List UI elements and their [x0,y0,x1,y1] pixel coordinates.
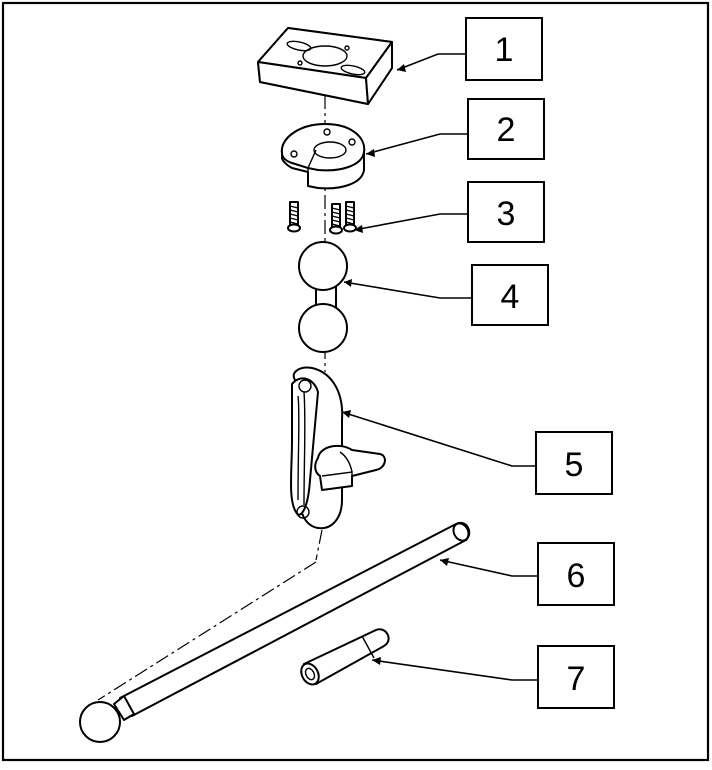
leader-lines [341,53,540,681]
part-3-screws [287,201,357,235]
callout-4-label: 4 [501,278,520,316]
callout-5: 5 [535,431,613,495]
part-1-mounting-plate [257,27,393,105]
callout-7-label: 7 [567,660,586,698]
callout-5-label: 5 [565,446,584,484]
callout-3-label: 3 [497,195,516,233]
callout-2-label: 2 [497,111,516,149]
callout-1-label: 1 [495,31,514,69]
callout-7: 7 [537,645,615,709]
callout-6-label: 6 [567,557,586,595]
part-2-split-collar [280,123,366,190]
callout-4: 4 [471,264,549,326]
part-6-extension-rod [79,521,471,743]
part-7-sleeve [300,628,390,686]
part-5-socket-arm [290,366,386,530]
callout-3: 3 [467,181,545,243]
callout-1: 1 [465,17,543,81]
callout-6: 6 [537,542,615,606]
part-4-double-ball-adapter [298,241,348,353]
callout-2: 2 [467,98,545,160]
